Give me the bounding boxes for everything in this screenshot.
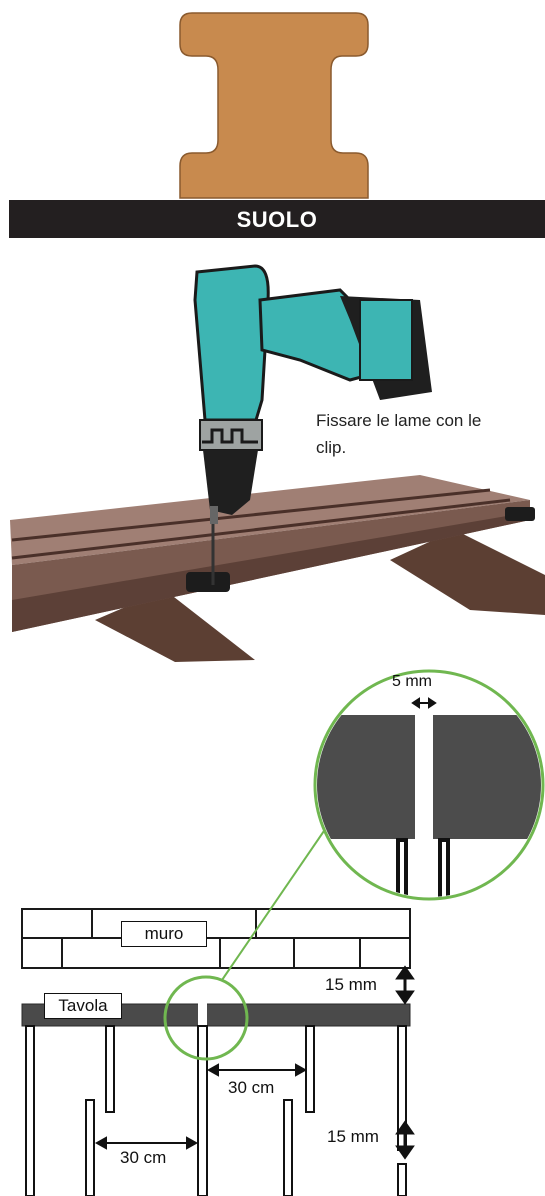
joist-gap-arrow-icon [395,1120,415,1160]
joists-plan [25,1025,407,1196]
detail-marker-circle [163,975,249,1061]
wall-label: muro [121,921,207,947]
wall [21,908,411,969]
joist-right [390,530,545,615]
gap-arrow-icon [411,697,437,709]
drill-icon [193,264,432,524]
joist-spacing-right-label: 30 cm [228,1078,275,1097]
clip-board-end [505,507,535,521]
clip-profile-shape [179,12,369,199]
wall-gap-label: 15 mm [325,975,377,994]
joist-left [95,590,255,662]
drill-caption: Fissare le lame con le clip. [316,411,482,457]
joist-gap-label: 15 mm [327,1127,379,1146]
spacing-arrow-right-icon [206,1063,308,1077]
board-label: Tavola [44,993,122,1019]
wall-gap-arrow-icon [395,965,415,1005]
joist-spacing-left-label: 30 cm [120,1148,167,1167]
spacing-arrow-left-icon [94,1136,199,1150]
ground-label: SUOLO [9,200,545,238]
zoom-gap-label: 5 mm [392,673,432,690]
drill-scene [10,264,545,662]
clip-under-board [186,572,230,592]
layout-diagram [21,669,545,1196]
